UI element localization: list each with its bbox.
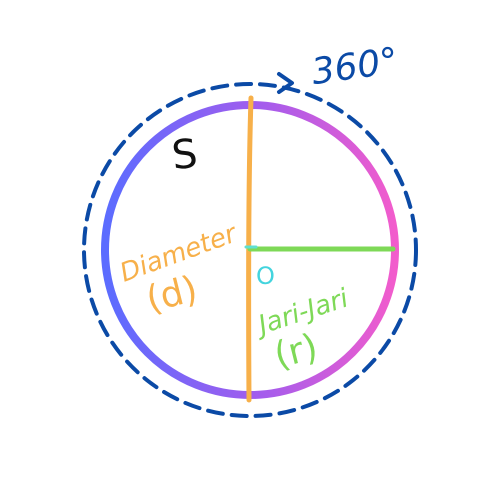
angle-label: 360° [309,40,401,93]
radius-symbol-label: (r) [270,327,322,377]
center-letter-label: O [256,262,275,290]
diameter-line [246,95,254,403]
rotation-arrow-icon [277,72,294,94]
arc-letter-label: S [170,131,200,179]
dashed-outer-circle [82,82,418,418]
